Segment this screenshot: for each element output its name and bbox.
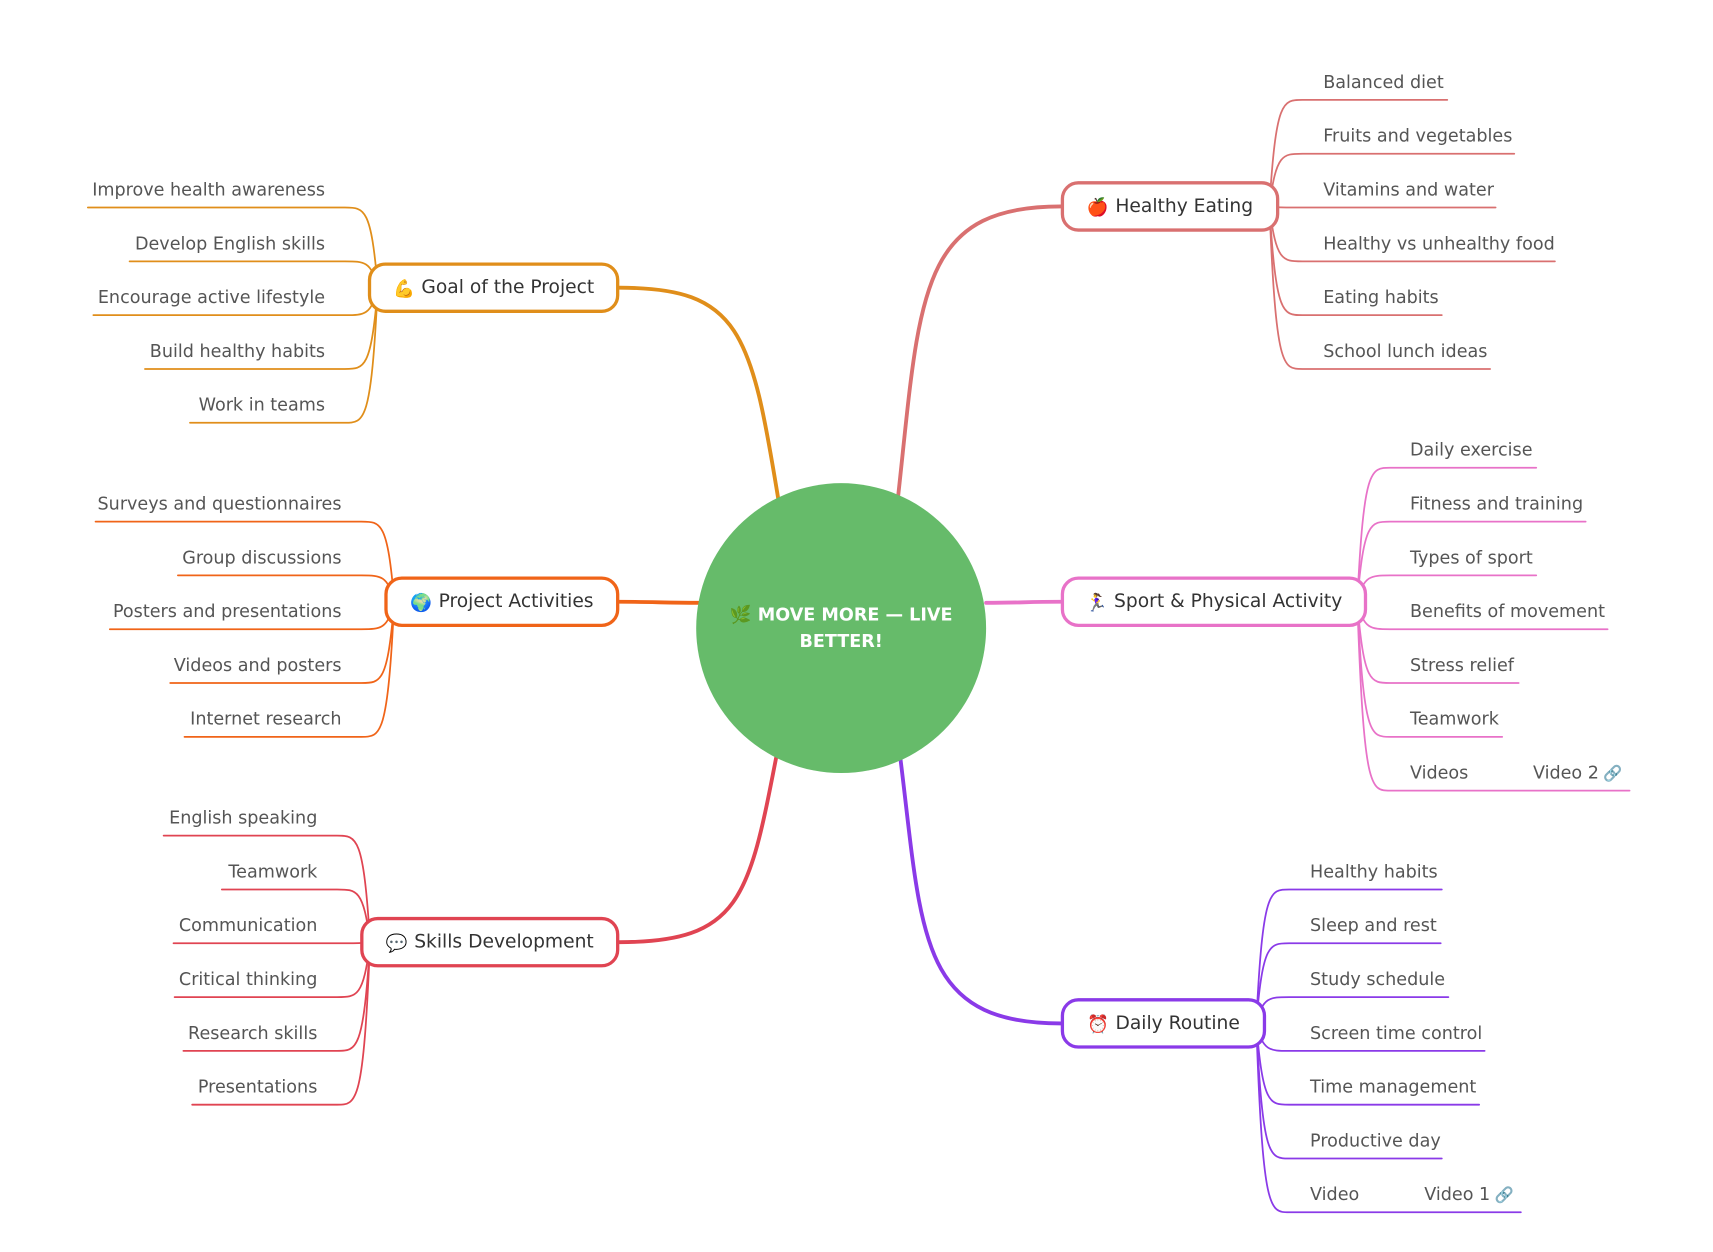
leaf-connector-activities [169,600,396,684]
leaf-skills[interactable]: Presentations [197,1076,318,1098]
leaf-routine[interactable]: Screen time control [1310,1022,1483,1044]
video-link[interactable]: Video 1🔗 [1424,1184,1514,1207]
topic-skills[interactable]: 💬 Skills Development [360,916,620,968]
leaf-connector-eating [1268,205,1492,370]
main-connector-sport [984,599,1063,605]
leaf-connector-skills [191,941,371,1106]
main-connector-eating [896,204,1063,498]
topic-label: Goal of the Project [421,276,595,299]
leaf-connector-sport [1356,600,1631,792]
leaf-eating[interactable]: School lunch ideas [1323,340,1488,362]
leaf-connector-eating [1268,205,1443,317]
main-connector-goal [617,285,781,503]
leaf-eating[interactable]: Balanced diet [1323,71,1444,93]
leaf-connector-eating [1268,205,1497,209]
leaf-activities[interactable]: Videos and posters [173,654,342,676]
leaf-routine[interactable]: Time management [1310,1076,1477,1098]
topic-label: Project Activities [438,590,594,613]
leaf-goal[interactable]: Encourage active lifestyle [97,286,326,308]
leaf-activities[interactable]: Group discussions [182,546,342,568]
leaf-connector-routine [1255,942,1442,1025]
leaf-skills[interactable]: Research skills [188,1022,318,1044]
leaf-connector-goal [189,286,379,424]
leaf-connector-activities [183,600,396,738]
leaf-routine[interactable]: Productive day [1310,1129,1441,1151]
leaf-connector-sport [1356,600,1520,684]
topic-label: Daily Routine [1115,1012,1240,1035]
leaf-sport[interactable]: Benefits of movement [1409,600,1606,622]
leaf-sport[interactable]: Daily exercise [1409,439,1533,461]
leaf-routine[interactable]: Video [1310,1183,1360,1205]
leaf-skills[interactable]: Communication [178,914,318,936]
alarm-clock-icon: ⏰ [1087,1012,1109,1034]
apple-icon: 🍎 [1086,196,1109,217]
leaf-sport[interactable]: Stress relief [1409,654,1514,676]
video-link-label: Video 2 [1532,762,1599,783]
main-connector-activities [617,599,701,605]
leaf-connector-skills [182,941,371,1052]
leaf-connector-routine [1255,996,1450,1025]
link-icon: 🔗 [1603,765,1623,783]
flexed-biceps-icon: 💪 [392,277,415,299]
topic-eating[interactable]: 🍎 Healthy Eating [1060,181,1280,232]
topic-goal[interactable]: 💪 Goal of the Project [367,262,620,313]
leaf-routine[interactable]: Healthy habits [1310,860,1438,882]
topic-label: Healthy Eating [1115,195,1254,218]
leaf-connector-goal [128,260,379,289]
leaf-connector-eating [1268,99,1449,208]
leaf-routine[interactable]: Study schedule [1310,968,1446,990]
leaf-connector-routine [1255,1022,1481,1106]
runner-icon: 🏃‍♀️ [1085,591,1108,613]
leaf-connector-skills [162,834,371,944]
leaf-connector-routine [1255,1022,1522,1214]
topic-label: Sport & Physical Activity [1114,590,1343,613]
leaf-eating[interactable]: Vitamins and water [1323,178,1494,200]
topic-label: Skills Development [414,931,594,954]
leaf-sport[interactable]: Types of sport [1409,546,1533,568]
leaf-activities[interactable]: Surveys and questionnaires [97,493,342,514]
leaf-activities[interactable]: Internet research [190,708,342,730]
leaf-connector-sport [1356,466,1538,603]
topic-routine[interactable]: ⏰ Daily Routine [1060,998,1267,1049]
leaf-goal[interactable]: Improve health awareness [92,178,326,200]
central-topic[interactable]: 🌿 MOVE MORE — LIVE BETTER! [696,483,987,774]
leaf-activities[interactable]: Posters and presentations [112,600,342,622]
leaf-skills[interactable]: Teamwork [228,860,318,882]
link-icon: 🔗 [1494,1187,1514,1205]
leaf-connector-skills [172,941,371,945]
leaf-routine[interactable]: Sleep and rest [1310,914,1437,936]
globe-icon: 🌍 [410,591,432,613]
central-topic-label: MOVE MORE — LIVE BETTER! [757,603,953,652]
topic-sport[interactable]: 🏃‍♀️ Sport & Physical Activity [1060,576,1368,628]
leaf-eating[interactable]: Eating habits [1323,286,1439,308]
speech-bubble-icon: 💬 [385,931,408,953]
leaf-sport[interactable]: Videos [1409,762,1469,783]
leaf-sport[interactable]: Teamwork [1409,708,1499,730]
leaf-connector-activities [94,520,396,603]
video-link[interactable]: Video 2🔗 [1533,762,1623,785]
leaf-goal[interactable]: Build healthy habits [149,340,326,362]
video-link-label: Video 1 [1424,1183,1491,1205]
leaf-connector-sport [1356,574,1538,603]
leaf-connector-goal [144,286,379,370]
leaf-goal[interactable]: Work in teams [198,394,326,416]
leaf-eating[interactable]: Healthy vs unhealthy food [1323,232,1555,254]
leaf-skills[interactable]: English speaking [169,807,318,828]
leaf-icon: 🌿 [729,603,752,625]
leaf-goal[interactable]: Develop English skills [134,232,326,254]
leaf-connector-sport [1356,520,1587,603]
leaf-skills[interactable]: Critical thinking [178,968,318,990]
leaf-connector-routine [1255,888,1443,1025]
leaf-connector-goal [86,206,379,289]
leaf-sport[interactable]: Fitness and training [1409,493,1584,514]
leaf-eating[interactable]: Fruits and vegetables [1323,125,1513,147]
main-connector-routine [898,756,1063,1026]
topic-activities[interactable]: 🌍 Project Activities [384,576,620,628]
leaf-connector-activities [177,574,396,603]
main-connector-skills [617,754,779,945]
